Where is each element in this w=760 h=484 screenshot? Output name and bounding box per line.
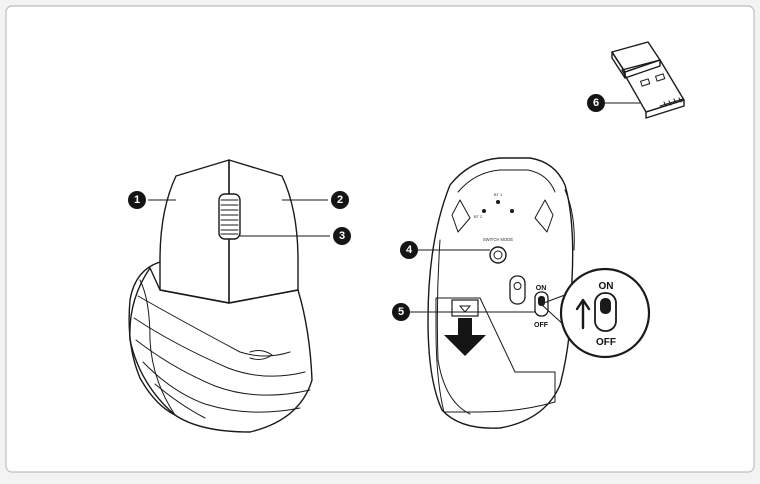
- power-switch-zoom: ON OFF: [540, 267, 651, 359]
- scroll-wheel: [218, 193, 241, 240]
- battery-cover-arrow: [444, 318, 486, 356]
- zoom-on-label: ON: [599, 281, 614, 292]
- svg-text:3: 3: [339, 230, 345, 242]
- switch-mode-label: SWITCH MODE: [483, 237, 513, 242]
- svg-text:4: 4: [406, 244, 413, 256]
- callout-badge-4: 4: [400, 241, 418, 259]
- callout-badge-6: 6: [587, 94, 605, 112]
- switch-on-label: ON: [536, 285, 547, 292]
- grip-lines: [133, 279, 311, 419]
- right-button: [228, 159, 299, 304]
- left-button: [159, 159, 230, 304]
- callout-badge-1: 1: [128, 191, 146, 209]
- mouse-bottom-view: BT 1 BT 2 SWITCH MODE ON OFF: [427, 157, 575, 429]
- thumb-side: [128, 261, 176, 416]
- switch-off-label: OFF: [534, 322, 549, 329]
- callout-badge-2: 2: [331, 191, 349, 209]
- svg-text:5: 5: [398, 306, 404, 318]
- up-arrow-icon: [575, 298, 591, 330]
- bottom-shell: [427, 157, 574, 429]
- svg-text:1: 1: [134, 194, 140, 206]
- battery-cover: [435, 297, 556, 413]
- mouse-top-view: [128, 159, 313, 433]
- frame: [5, 5, 755, 473]
- bt2-label: BT 2: [474, 214, 483, 219]
- callout-badge-3: 3: [333, 227, 351, 245]
- svg-text:6: 6: [593, 97, 599, 109]
- zoom-off-label: OFF: [596, 337, 616, 348]
- svg-text:2: 2: [337, 194, 343, 206]
- callout-badge-5: 5: [392, 303, 410, 321]
- bt1-label: BT 1: [494, 192, 503, 197]
- usb-receiver: [611, 41, 685, 119]
